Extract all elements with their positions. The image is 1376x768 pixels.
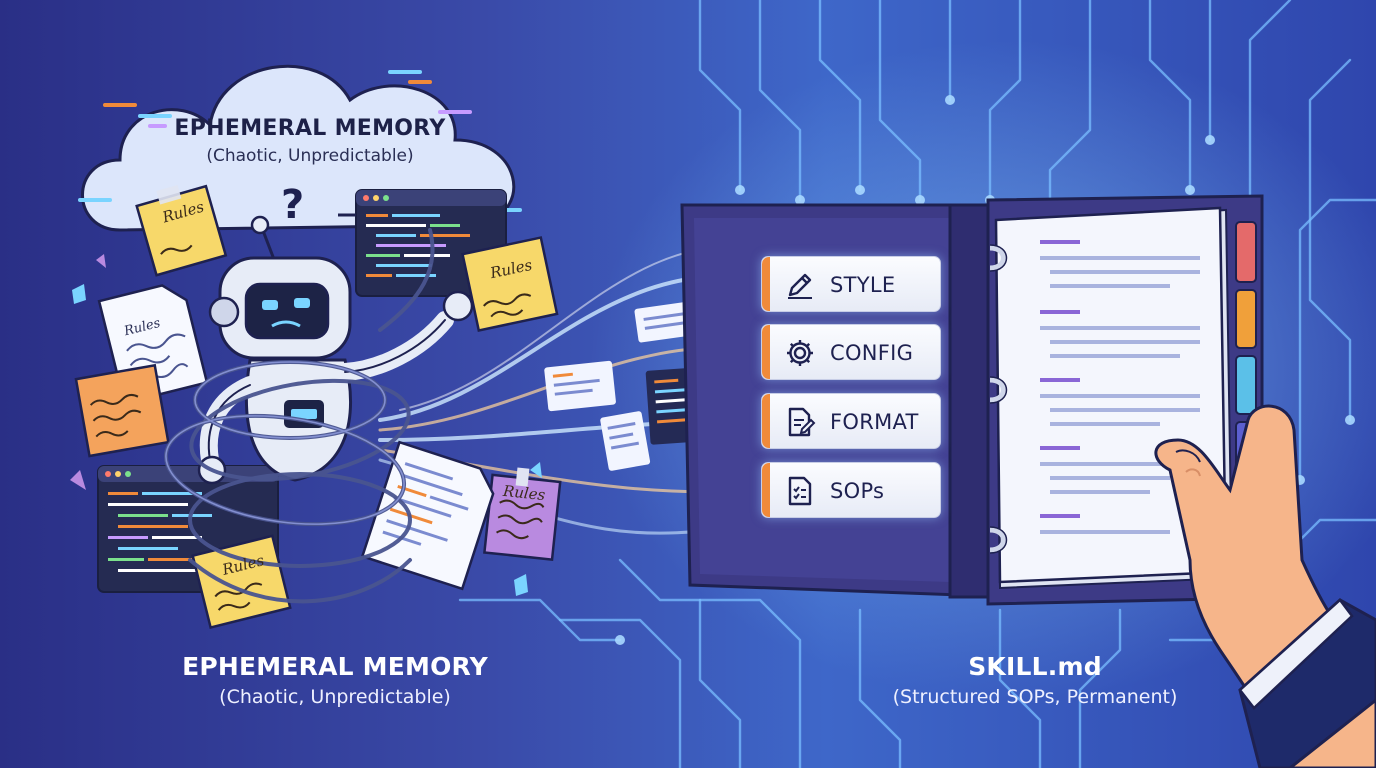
- checklist-icon: [788, 476, 812, 506]
- tab-format[interactable]: FORMAT: [761, 393, 941, 449]
- tab-config[interactable]: CONFIG: [761, 324, 941, 380]
- left-caption-subtitle: (Chaotic, Unpredictable): [219, 686, 451, 708]
- paper-code: [360, 440, 495, 591]
- tab-style[interactable]: STYLE: [761, 256, 941, 312]
- tab-label: FORMAT: [830, 410, 919, 434]
- right-caption-subtitle: (Structured SOPs, Permanent): [892, 686, 1178, 708]
- question-mark: ?: [281, 182, 305, 228]
- tab-accent: [762, 463, 770, 517]
- tab-accent: [762, 257, 770, 311]
- hand: [1154, 404, 1376, 768]
- confetti: [70, 254, 542, 596]
- gear-icon: [787, 340, 813, 366]
- tab-label: SOPs: [830, 479, 885, 503]
- cloud-subtitle: (Chaotic, Unpredictable): [206, 146, 414, 166]
- document-edit-icon: [788, 407, 816, 437]
- right-caption-title: SKILL.md: [968, 652, 1102, 681]
- sticky-note-yellow-top: [135, 184, 228, 277]
- tab-label: CONFIG: [830, 341, 914, 365]
- sticky-note-yellow-right: [461, 236, 559, 332]
- cloud-title: EPHEMERAL MEMORY: [174, 116, 446, 141]
- pencil-icon: [788, 273, 812, 299]
- tab-accent: [762, 325, 770, 379]
- sticky-note-orange: [74, 363, 170, 458]
- sticky-note-yellow-bottom: [191, 534, 292, 630]
- robot: [163, 215, 474, 604]
- sticky-note-purple: [483, 467, 562, 561]
- left-caption-title: EPHEMERAL MEMORY: [182, 652, 488, 681]
- tab-label: STYLE: [830, 273, 896, 297]
- tab-accent: [762, 394, 770, 448]
- tab-sops[interactable]: SOPs: [761, 462, 941, 518]
